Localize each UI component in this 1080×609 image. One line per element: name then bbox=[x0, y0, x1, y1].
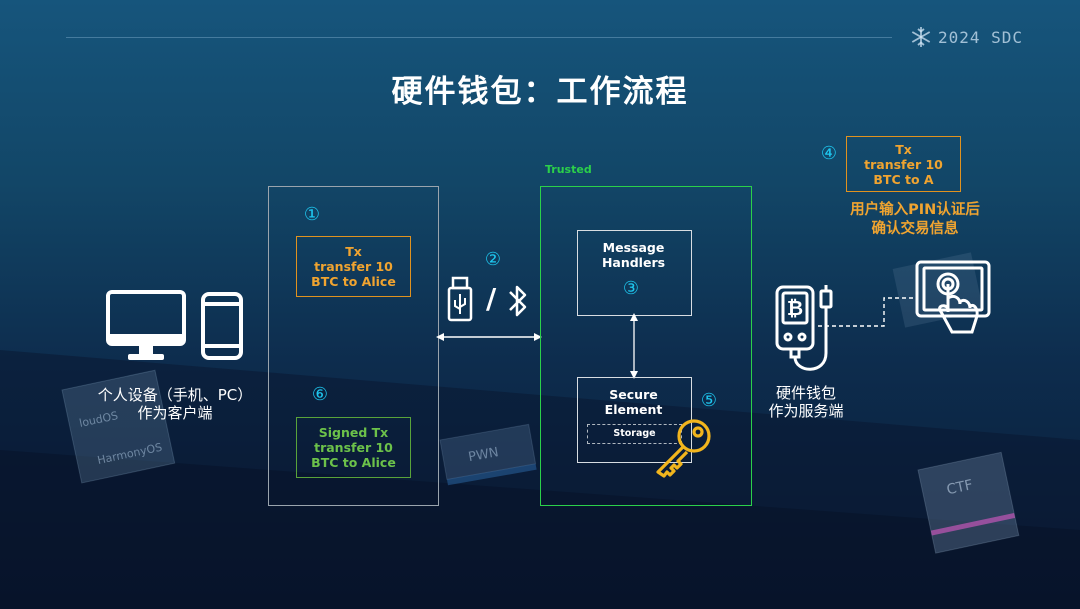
brand-logo: 2024 SDC bbox=[910, 26, 1023, 48]
usb-drive-icon bbox=[447, 276, 473, 322]
signed-tx-line1: Signed Tx bbox=[318, 425, 389, 440]
connection-separator: / bbox=[486, 282, 497, 315]
dashed-connector bbox=[818, 297, 918, 327]
svg-text:₿: ₿ bbox=[787, 296, 803, 320]
message-handlers-label: Message Handlers bbox=[577, 240, 690, 270]
cube-text-ctf: CTF bbox=[945, 477, 974, 498]
trusted-zone bbox=[540, 186, 752, 506]
wallet-tx-line1: Tx bbox=[895, 141, 912, 157]
step-2-badge: ② bbox=[484, 249, 502, 270]
bidirectional-arrow bbox=[436, 333, 542, 341]
unsigned-tx-line2: transfer 10 bbox=[314, 259, 393, 274]
wallet-caption: 硬件钱包 作为服务端 bbox=[746, 384, 866, 420]
snowflake-icon bbox=[911, 27, 931, 47]
pwn-cube: PWN bbox=[439, 423, 537, 486]
phone-icon bbox=[201, 292, 243, 360]
harmonyos-cube: loudOS HarmonyOS bbox=[61, 369, 176, 484]
step-1-badge: ① bbox=[303, 204, 321, 225]
wallet-tx-box: Tx transfer 10 BTC to A bbox=[846, 136, 961, 192]
signed-tx-line3: BTC to Alice bbox=[311, 455, 396, 470]
hardware-wallet-icon: ₿ bbox=[775, 285, 833, 371]
cube-text-pwn: PWN bbox=[467, 445, 500, 465]
wallet-caption-line1: 硬件钱包 bbox=[775, 384, 836, 402]
ctf-cube: CTF bbox=[917, 451, 1020, 554]
message-handlers-line1: Message bbox=[602, 240, 665, 255]
key-icon bbox=[656, 419, 711, 478]
client-transaction-panel bbox=[268, 186, 439, 506]
trusted-label: Trusted bbox=[545, 163, 592, 176]
storage-box: Storage bbox=[587, 424, 682, 444]
wallet-caption-line2: 作为服务端 bbox=[768, 402, 844, 420]
pin-confirm-line1: 用户输入PIN认证后 bbox=[850, 202, 980, 218]
wallet-tx-line2: transfer 10 bbox=[864, 156, 943, 172]
wallet-tx-line3: BTC to A bbox=[873, 171, 934, 187]
step-3-badge: ③ bbox=[622, 278, 640, 299]
secure-element-label: Secure Element bbox=[577, 387, 690, 417]
client-caption: 个人设备（手机、PC） 作为客户端 bbox=[80, 386, 270, 422]
signed-tx-box: Signed Tx transfer 10 BTC to Alice bbox=[296, 417, 411, 478]
internal-arrow bbox=[630, 313, 638, 379]
client-caption-line1: 个人设备（手机、PC） bbox=[97, 386, 253, 404]
signed-tx-line2: transfer 10 bbox=[314, 440, 393, 455]
brand-text: 2024 SDC bbox=[938, 27, 1024, 47]
pin-confirm-line2: 确认交易信息 bbox=[871, 221, 959, 237]
unsigned-tx-line3: BTC to Alice bbox=[311, 274, 396, 289]
step-6-badge: ⑥ bbox=[311, 384, 329, 405]
message-handlers-line2: Handlers bbox=[601, 255, 666, 270]
page-title: 硬件钱包：工作流程 bbox=[391, 74, 689, 110]
step-4-badge: ④ bbox=[820, 143, 838, 164]
unsigned-tx-box: Tx transfer 10 BTC to Alice bbox=[296, 236, 411, 297]
secure-element-line1: Secure bbox=[609, 387, 658, 402]
step-5-badge: ⑤ bbox=[700, 390, 718, 411]
client-caption-line2: 作为客户端 bbox=[137, 404, 213, 422]
bluetooth-icon bbox=[509, 285, 527, 317]
header-divider bbox=[66, 37, 892, 38]
monitor-icon bbox=[106, 290, 186, 360]
secure-element-line2: Element bbox=[604, 402, 663, 417]
unsigned-tx-line1: Tx bbox=[345, 244, 362, 259]
tablet-touch-icon bbox=[915, 260, 991, 334]
pin-confirm-text: 用户输入PIN认证后 确认交易信息 bbox=[820, 201, 1010, 239]
